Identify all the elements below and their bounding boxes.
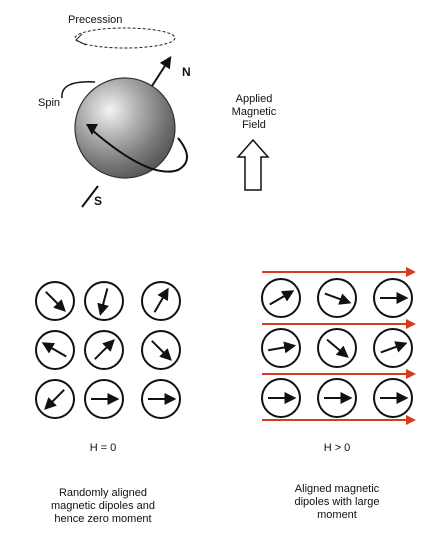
random-dipole: [84, 281, 124, 321]
aligned-dipole: [373, 278, 413, 318]
aligned-dipole-arrow: [324, 292, 352, 305]
random-dipole-grid: [35, 281, 181, 419]
applied-field-label-line-3: Field: [242, 119, 266, 131]
random-dipole: [141, 281, 181, 321]
aligned-dipole: [317, 278, 357, 318]
spin-orbit-back: [61, 81, 96, 99]
aligned-caption-line-3: moment: [317, 509, 357, 521]
random-dipole: [35, 330, 75, 370]
aligned-caption-line-1: Aligned magnetic: [294, 483, 380, 495]
aligned-dipole: [261, 328, 301, 368]
random-dipole-arrow: [97, 288, 109, 316]
random-dipole: [84, 330, 124, 370]
aligned-dipole-arrow: [269, 290, 295, 306]
random-dipole-arrow: [45, 291, 66, 312]
south-axis-line: [81, 185, 99, 208]
precession-path: [74, 27, 176, 49]
aligned-dipole-arrow: [380, 341, 408, 354]
random-dipole: [84, 379, 124, 419]
random-dipole: [35, 281, 75, 321]
field-lines: [262, 267, 416, 425]
spin-orbit-front: [91, 129, 188, 173]
random-dipole: [35, 379, 75, 419]
aligned-dipole: [261, 278, 301, 318]
random-caption-line-2: magnetic dipoles and: [51, 500, 155, 512]
random-caption-line-1: Randomly aligned: [58, 487, 148, 499]
precession-label: Precession: [68, 14, 123, 26]
applied-field-label-line-1: Applied: [235, 93, 273, 105]
aligned-dipole-arrow: [268, 341, 297, 354]
aligned-dipole: [373, 328, 413, 368]
north-pole-label: N: [182, 65, 191, 79]
aligned-dipole-arrow: [326, 338, 349, 358]
random-dipole-arrow: [151, 340, 172, 361]
south-pole-label: S: [94, 194, 103, 208]
spin-direction-arrowhead: [86, 124, 98, 135]
h-positive-label: H > 0: [323, 442, 351, 454]
random-dipole: [141, 330, 181, 370]
random-dipole: [141, 379, 181, 419]
applied-field-arrow: [236, 138, 270, 191]
aligned-dipole-grid: [261, 278, 413, 418]
aligned-caption: Aligned magnetic dipoles with large mome…: [267, 483, 407, 522]
random-dipole-arrow: [153, 287, 169, 313]
random-caption-line-3: hence zero moment: [54, 513, 152, 525]
spin-label: Spin: [38, 97, 61, 109]
north-axis-line: [151, 55, 172, 87]
random-caption: Randomly aligned magnetic dipoles and he…: [33, 487, 173, 526]
random-dipole-arrow: [41, 342, 67, 358]
h-zero-label: H = 0: [89, 442, 117, 454]
spinning-sphere: [74, 77, 176, 179]
aligned-dipole: [373, 378, 413, 418]
aligned-dipole: [317, 378, 357, 418]
aligned-caption-line-2: dipoles with large: [294, 496, 380, 508]
random-dipole-arrow: [94, 339, 115, 360]
applied-field-label-line-2: Magnetic: [231, 106, 277, 118]
aligned-dipole: [317, 328, 357, 368]
applied-field-label: Applied Magnetic Field: [214, 93, 294, 132]
random-dipole-arrow: [44, 389, 65, 410]
aligned-dipole: [261, 378, 301, 418]
